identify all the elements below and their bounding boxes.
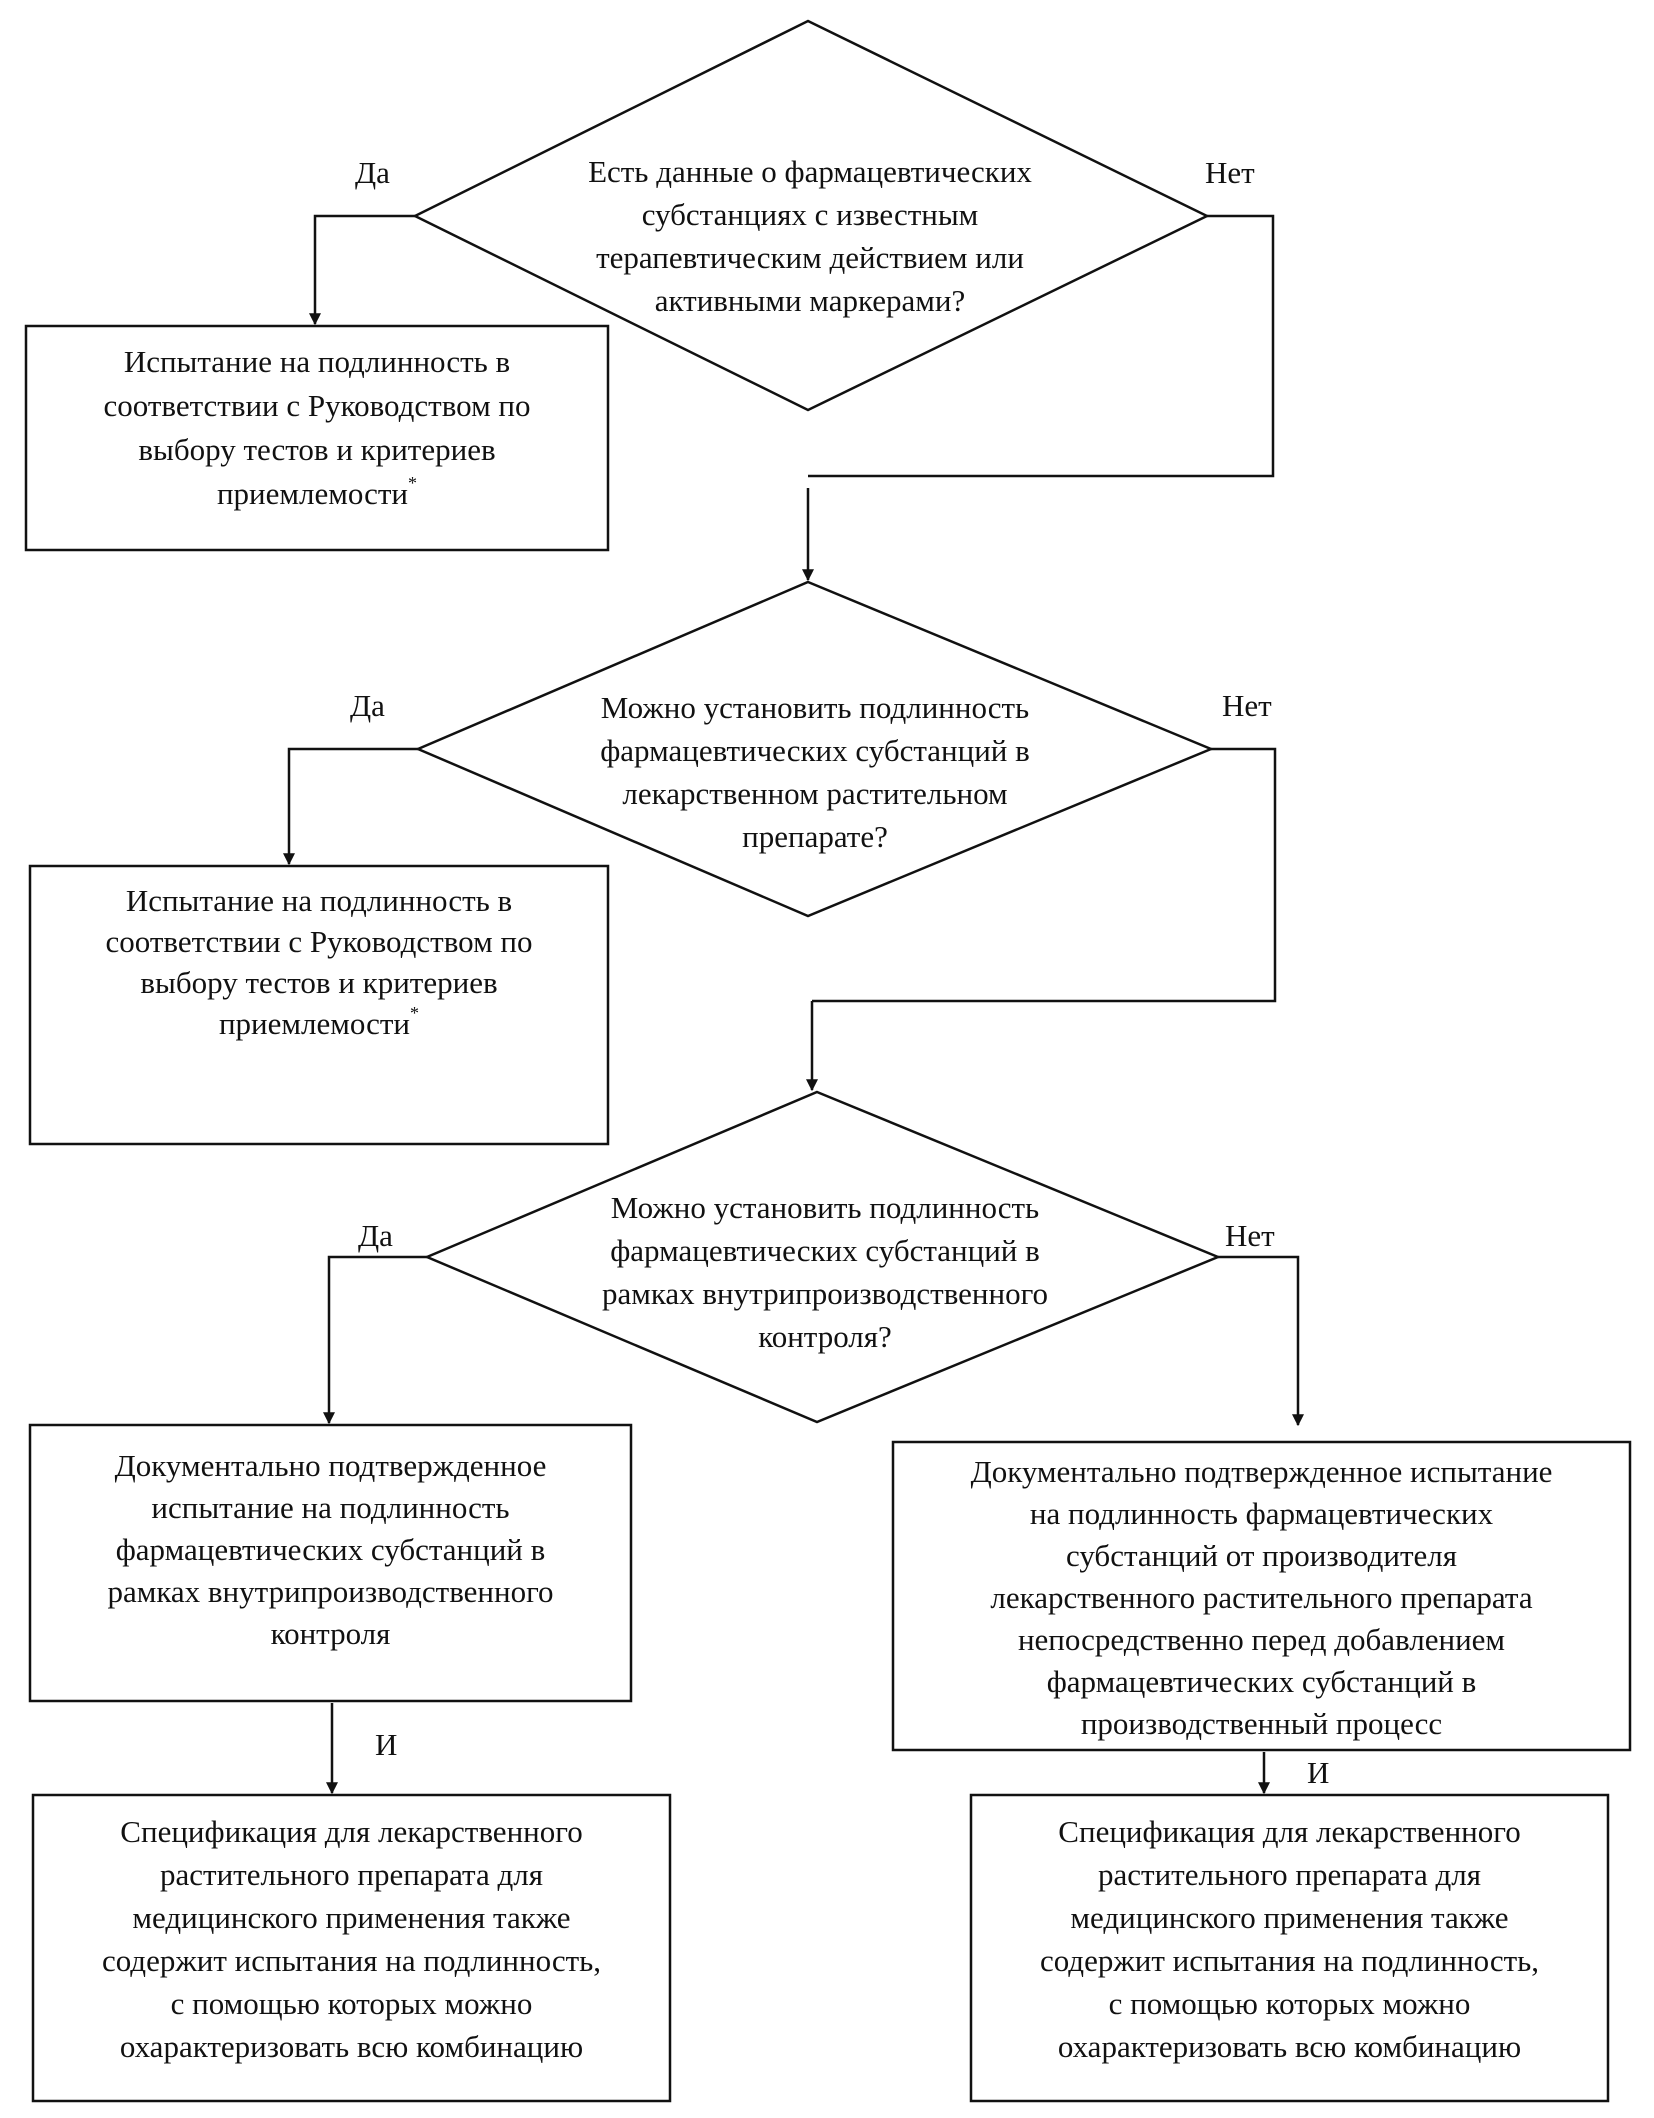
spec-left-text: Спецификация для лекарственного растител… — [101, 1814, 602, 2064]
decision-2-question: Можно установить подлинность фармацевтич… — [600, 690, 1030, 854]
documented-manufacturer-text: Документально подтвержденное испытание н… — [970, 1454, 1553, 1741]
spec-box-right — [971, 1795, 1608, 2101]
decision-1-yes-connector — [309, 216, 415, 326]
documented-manufacturer-box — [893, 1442, 1630, 1750]
documented-inprocess-box — [30, 1425, 631, 1701]
decision-3-yes-label: Да — [358, 1218, 393, 1253]
spec-right-text: Спецификация для лекарственного растител… — [1039, 1814, 1540, 2064]
decision-3-diamond — [427, 1092, 1218, 1422]
decision-3-question: Можно установить подлинность фармацевтич… — [601, 1190, 1049, 1354]
decision-1-question: Есть данные о фармацевтических субстанци… — [588, 154, 1032, 318]
decision-2-yes-connector — [283, 749, 418, 866]
spec-box-left — [33, 1795, 670, 2101]
and-left-label: И — [375, 1727, 398, 1762]
decision-2-diamond — [418, 582, 1211, 916]
decision-1-no-connector — [808, 216, 1273, 476]
decision-2-no-connector — [812, 749, 1275, 1001]
decision-3-yes-connector — [323, 1257, 427, 1425]
decision-2-yes-label: Да — [350, 688, 385, 723]
decision-3-no-connector — [1218, 1257, 1304, 1427]
footnote-mark-2: * — [410, 1002, 420, 1023]
identity-test-box-2 — [30, 866, 608, 1144]
decision-1-diamond — [415, 21, 1207, 410]
decision-3-no-label: Нет — [1225, 1218, 1275, 1253]
identity-test-box-1 — [26, 326, 608, 550]
documented-inprocess-text: Документально подтвержденное испытание н… — [107, 1448, 554, 1651]
footnote-mark-1: * — [408, 472, 418, 493]
identity-test-box-1-text: Испытание на подлинность в соответствии … — [103, 344, 531, 511]
decision-1-yes-label: Да — [355, 155, 390, 190]
decision-2-no-label: Нет — [1222, 688, 1272, 723]
identity-test-box-2-text: Испытание на подлинность в соответствии … — [105, 883, 533, 1041]
decision-1-no-label: Нет — [1205, 155, 1255, 190]
and-right-label: И — [1307, 1755, 1330, 1790]
